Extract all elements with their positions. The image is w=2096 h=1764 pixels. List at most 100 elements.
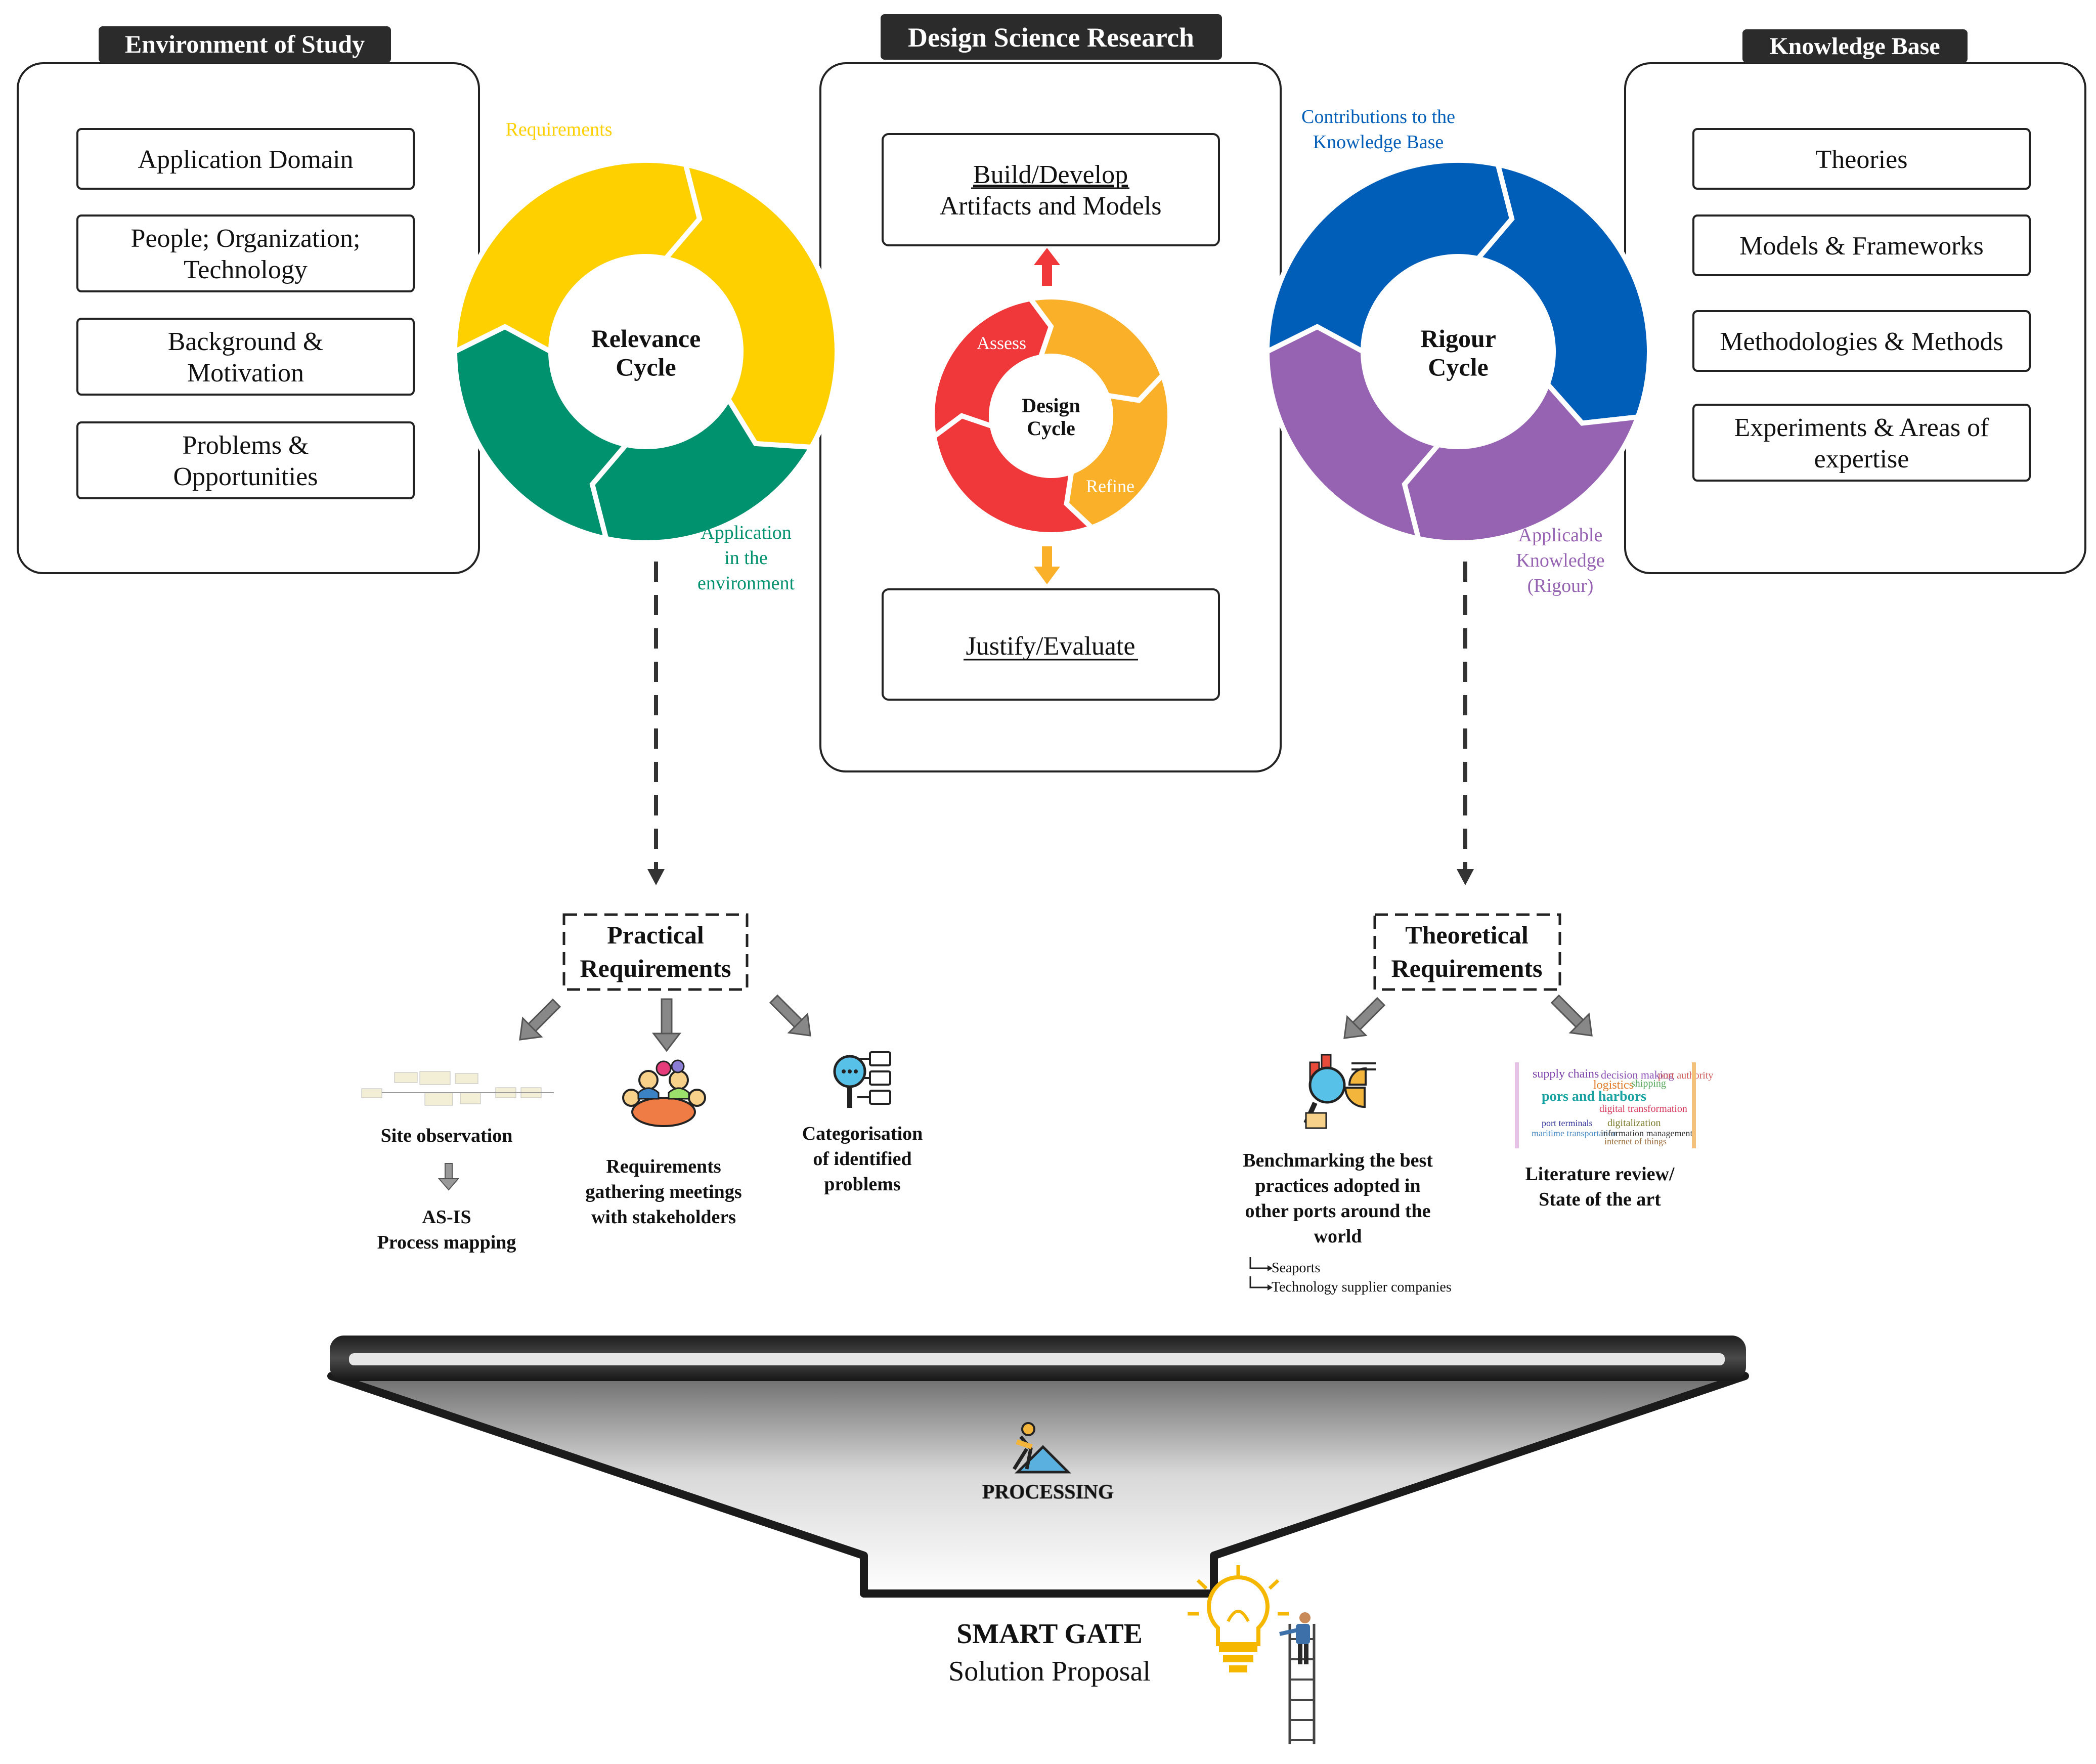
svg-text:Build/Develop: Build/Develop xyxy=(973,160,1128,189)
svg-text:Application: Application xyxy=(701,522,791,543)
svg-text:Knowledge: Knowledge xyxy=(1516,550,1604,571)
svg-text:Practical: Practical xyxy=(607,921,704,949)
cycle-segment xyxy=(452,158,703,356)
cycle-segment xyxy=(1064,370,1172,531)
svg-text:Artifacts and Models: Artifacts and Models xyxy=(939,192,1161,221)
svg-text:shipping: shipping xyxy=(1631,1078,1666,1089)
svg-text:Requirements: Requirements xyxy=(606,1156,721,1177)
svg-text:port terminals: port terminals xyxy=(1542,1118,1592,1128)
svg-text:State of the art: State of the art xyxy=(1539,1189,1661,1210)
svg-text:other ports around the: other ports around the xyxy=(1245,1200,1430,1222)
svg-text:gathering meetings: gathering meetings xyxy=(585,1181,741,1202)
cycle-segment xyxy=(1264,158,1515,356)
knowledge-item: Methodologies & Methods xyxy=(1692,310,2031,372)
svg-text:with stakeholders: with stakeholders xyxy=(591,1207,736,1228)
svg-text:(Rigour): (Rigour) xyxy=(1527,575,1594,596)
cycle-segment xyxy=(452,324,631,542)
svg-text:Design Science Research: Design Science Research xyxy=(908,22,1194,53)
knowledge-item: Models & Frameworks xyxy=(1692,214,2031,276)
dsr-panel: Design Science Research Build/Develop Ar… xyxy=(819,14,1282,772)
environment-panel: Environment of Study Application DomainP… xyxy=(17,26,480,574)
worker-mountain-icon xyxy=(1013,1422,1072,1474)
svg-text:pors and harbors: pors and harbors xyxy=(1542,1089,1646,1104)
benchmarking-label: Benchmarking the best practices adopted … xyxy=(1243,1150,1433,1247)
svg-text:Contributions to the: Contributions to the xyxy=(1301,106,1455,127)
cycle-segment xyxy=(931,413,1097,537)
cycle-title: Cycle xyxy=(1027,417,1075,440)
applicable-knowledge-label: Applicable Knowledge (Rigour) xyxy=(1516,525,1604,596)
svg-text:Literature review/: Literature review/ xyxy=(1525,1164,1675,1185)
svg-text:world: world xyxy=(1314,1226,1362,1247)
svg-text:Knowledge Base: Knowledge Base xyxy=(1313,132,1444,153)
svg-text:problems: problems xyxy=(824,1174,900,1195)
svg-text:Technology supplier companies: Technology supplier companies xyxy=(1272,1279,1452,1295)
lightbulb-idea-icon xyxy=(1188,1565,1289,1672)
svg-text:Requirements: Requirements xyxy=(580,954,731,982)
cycle-title: Design xyxy=(1022,394,1080,417)
svg-text:Requirements: Requirements xyxy=(1391,954,1542,982)
cycle-title: Cycle xyxy=(1428,353,1488,381)
site-observation-label: Site observation xyxy=(381,1125,513,1146)
svg-text:information management: information management xyxy=(1601,1128,1692,1138)
meeting-people-icon xyxy=(622,1059,706,1127)
processing-funnel xyxy=(327,1336,1749,1598)
svg-text:Theoretical: Theoretical xyxy=(1405,921,1529,949)
svg-text:maritime transportation: maritime transportation xyxy=(1532,1128,1617,1138)
refine-label: Refine xyxy=(1086,476,1134,496)
theoretical-requirements-box: Theoretical Requirements xyxy=(1373,913,1561,991)
theoretical-branch-arrows xyxy=(1343,994,1593,1039)
svg-text:Justify/Evaluate: Justify/Evaluate xyxy=(966,632,1135,661)
cycle-segment xyxy=(1026,294,1166,403)
svg-text:Categorisation: Categorisation xyxy=(802,1123,923,1144)
svg-text:Application Domain: Application Domain xyxy=(138,145,353,174)
practical-requirements-box: Practical Requirements xyxy=(562,913,749,991)
svg-text:Knowledge Base: Knowledge Base xyxy=(1769,33,1940,60)
svg-text:Opportunities: Opportunities xyxy=(173,462,318,491)
literature-label: Literature review/ State of the art xyxy=(1525,1164,1675,1210)
svg-text:AS-IS: AS-IS xyxy=(422,1207,471,1228)
svg-text:Seaports: Seaports xyxy=(1272,1260,1320,1276)
asis-label: AS-IS Process mapping xyxy=(377,1207,516,1253)
svg-text:Applicable: Applicable xyxy=(1518,525,1603,546)
svg-text:in the: in the xyxy=(724,547,767,569)
environment-item: Application Domain xyxy=(76,128,415,190)
svg-text:Environment of Study: Environment of Study xyxy=(125,30,365,58)
arrow-down-gray xyxy=(438,1163,460,1191)
requirements-label: Requirements xyxy=(505,119,612,140)
benchmarking-chart-icon xyxy=(1303,1054,1376,1129)
dashed-arrow-theoretical xyxy=(1457,562,1474,885)
arrow-down-orange xyxy=(1034,546,1060,584)
svg-text:digitalization: digitalization xyxy=(1607,1117,1661,1129)
meetings-label: Requirements gathering meetings with sta… xyxy=(585,1156,741,1228)
svg-text:Background &: Background & xyxy=(168,327,324,356)
practical-branch-arrows xyxy=(519,994,811,1052)
benchmark-sub-list: Seaports Technology supplier companies xyxy=(1249,1257,1452,1295)
knowledge-header: Knowledge Base xyxy=(1742,29,1968,63)
environment-item: Background & Motivation xyxy=(76,318,415,396)
knowledge-item: Theories xyxy=(1692,128,2031,190)
cycle-segment xyxy=(930,296,1054,441)
arrow-up-red xyxy=(1034,248,1060,286)
build-develop-box: Build/Develop Artifacts and Models xyxy=(882,133,1220,246)
assess-label: Assess xyxy=(977,333,1026,353)
dashed-arrow-practical xyxy=(647,562,665,885)
smart-gate-title: SMART GATE xyxy=(956,1618,1143,1650)
svg-text:practices adopted in: practices adopted in xyxy=(1255,1175,1420,1196)
svg-text:Motivation: Motivation xyxy=(187,359,304,388)
svg-text:People; Organization;: People; Organization; xyxy=(131,224,361,253)
svg-text:Methodologies & Methods: Methodologies & Methods xyxy=(1720,327,2003,356)
contributions-label: Contributions to the Knowledge Base xyxy=(1301,106,1455,153)
processing-label: PROCESSING xyxy=(982,1480,1114,1503)
svg-text:Experiments & Areas of: Experiments & Areas of xyxy=(1734,413,1990,442)
svg-text:digital transformation: digital transformation xyxy=(1599,1103,1687,1114)
application-label: Application in the environment xyxy=(697,522,795,594)
cycle-segment xyxy=(1473,161,1652,426)
svg-text:Problems &: Problems & xyxy=(183,431,309,460)
svg-text:Benchmarking the best: Benchmarking the best xyxy=(1243,1150,1433,1171)
cycle-segment xyxy=(1402,379,1642,545)
svg-text:port authority: port authority xyxy=(1658,1070,1713,1081)
